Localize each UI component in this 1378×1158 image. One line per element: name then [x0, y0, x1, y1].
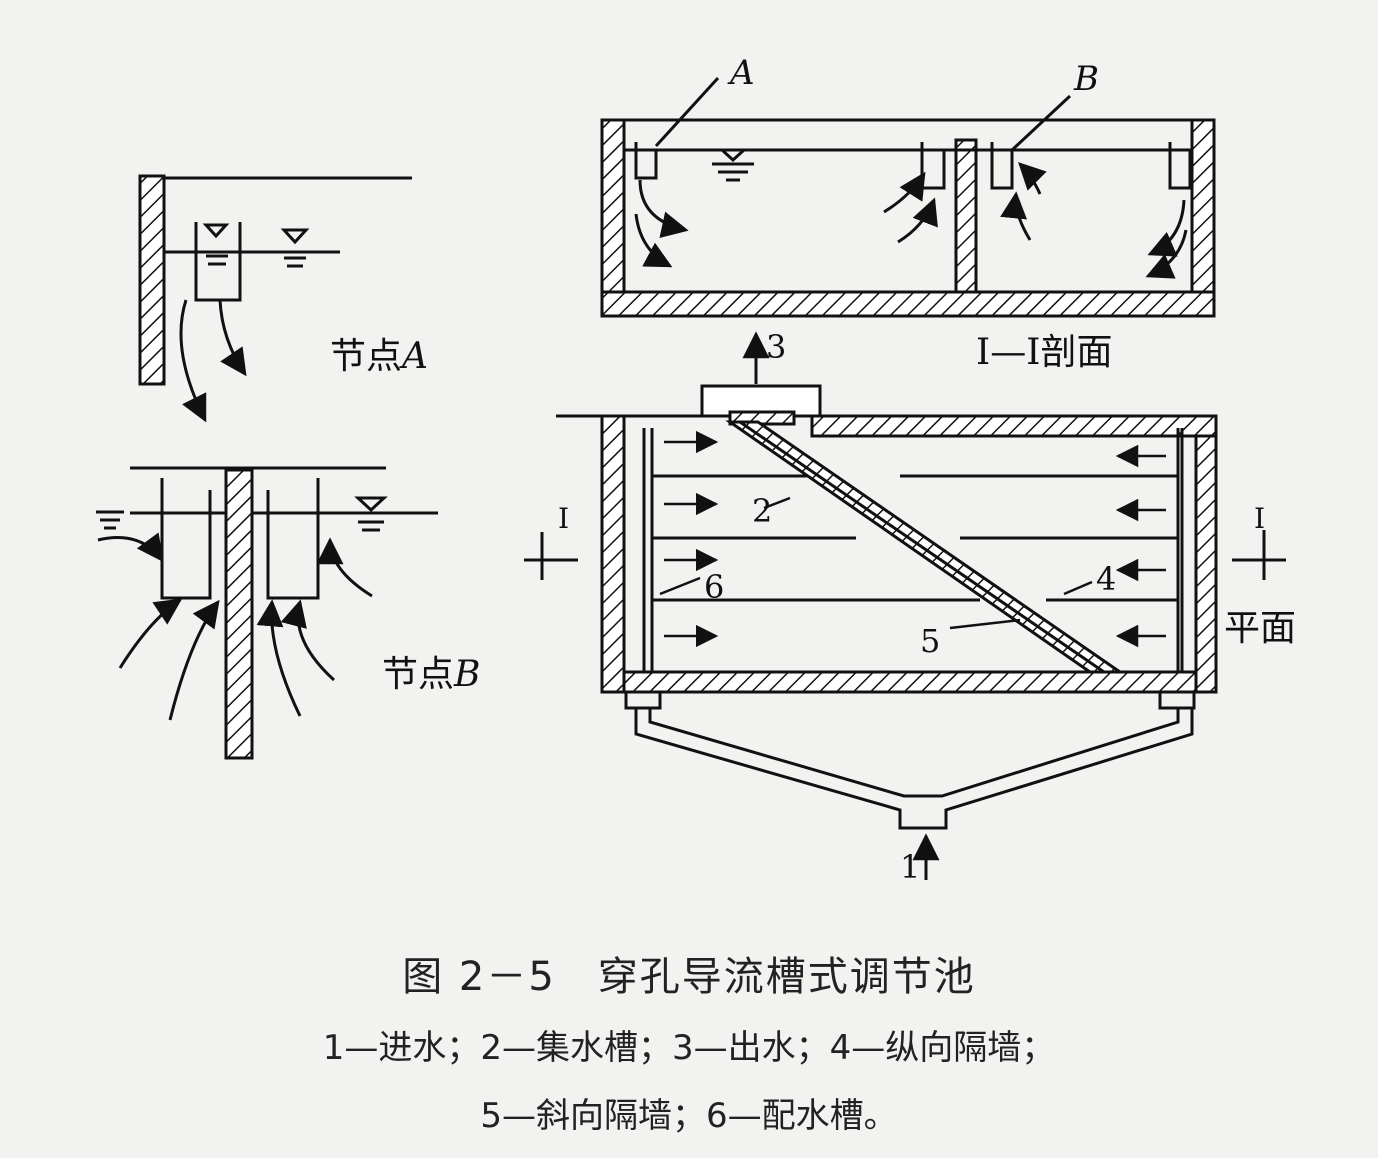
section-view: [600, 76, 1216, 318]
node-b-level-symbol: [354, 496, 388, 513]
node-a-level-symbol: [280, 228, 310, 245]
trough-b: [990, 142, 1014, 190]
label-4: 4: [1096, 560, 1116, 598]
section-partition: [954, 138, 978, 294]
diagram-canvas: 节点 A 节点 B: [96, 53, 1296, 886]
node-a-wall: [138, 174, 166, 386]
node-b-label: 节点: [382, 654, 454, 695]
node-a-water-mark: [202, 223, 230, 239]
label-a: A: [727, 53, 755, 93]
trough-a: [634, 142, 658, 180]
plan-title: 平面: [1224, 608, 1296, 649]
section-mark-right: I: [1254, 502, 1265, 535]
node-a-flow-arrow: [179, 299, 207, 423]
node-a-detail: [138, 174, 412, 423]
plan-outline: [600, 414, 1218, 694]
figure-legend-line-2: 5—斜向隔墙；6—配水槽。: [480, 1096, 898, 1136]
node-b-detail: [96, 466, 438, 760]
node-a-label: 节点: [330, 336, 402, 377]
node-b-wall: [224, 468, 254, 760]
section-mark-left: I: [558, 502, 569, 535]
node-b-trough-left: [160, 478, 212, 600]
section-title: I—I剖面: [976, 332, 1112, 373]
node-a-flow-arrow: [218, 299, 247, 377]
label-6: 6: [704, 568, 724, 606]
node-b-letter: B: [453, 654, 480, 695]
label-1: 1: [900, 848, 920, 886]
label-5: 5: [920, 622, 940, 660]
label-2: 2: [752, 492, 772, 530]
figure-caption-title: 图 2－5 穿孔导流槽式调节池: [402, 954, 976, 1000]
node-b-trough-right: [266, 478, 320, 600]
collecting-trough-2: [725, 420, 1125, 674]
label-b: B: [1073, 59, 1099, 99]
oblique-wall-5: [739, 420, 1105, 674]
figure-legend-line-1: 1—进水；2—集水槽；3—出水；4—纵向隔墙；: [322, 1028, 1056, 1068]
label-3: 3: [766, 328, 786, 366]
node-a-trough: [194, 222, 242, 302]
node-a-letter: A: [399, 336, 428, 377]
plan-view: [524, 384, 1286, 880]
